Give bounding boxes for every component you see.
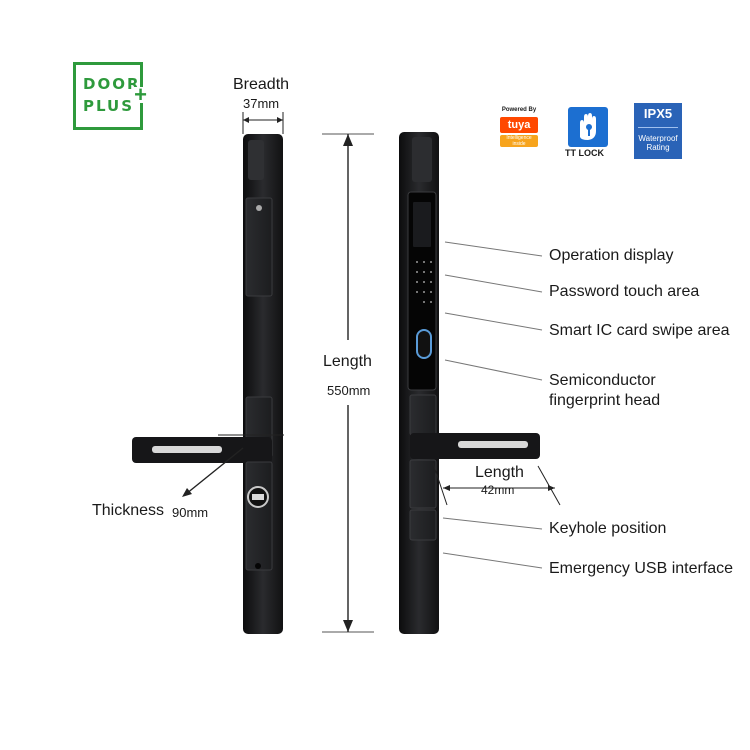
tuya-powered-by: Powered By xyxy=(501,107,537,113)
left-top-cap xyxy=(248,140,264,180)
lock-front-view xyxy=(399,132,540,634)
left-handle-slot xyxy=(152,446,222,453)
callout-keyhole: Keyhole position xyxy=(549,520,667,537)
ipx5-badge: IPX5 Waterproof Rating xyxy=(634,103,682,159)
keyhole-cover xyxy=(409,459,437,509)
ipx5-divider xyxy=(638,127,678,128)
usb-port-left xyxy=(255,563,261,569)
breadth-dimension xyxy=(242,112,284,134)
left-upper-panel xyxy=(245,197,273,297)
callout-password-touch: Password touch area xyxy=(549,283,700,300)
callout-fingerprint-line2: fingerprint head xyxy=(549,392,661,409)
key-slot xyxy=(252,494,264,500)
display-window xyxy=(413,202,431,247)
thickness-dimension xyxy=(182,434,284,497)
breadth-label: Breadth xyxy=(233,76,290,93)
ipx5-subtitle: Waterproof Rating xyxy=(638,134,678,152)
callout-operation-display: Operation display xyxy=(549,247,674,264)
callout-leaders xyxy=(442,241,543,569)
ttlock-label: TT LOCK xyxy=(565,148,604,158)
breadth-value: 37mm xyxy=(243,96,280,111)
brand-plus: + xyxy=(133,82,148,107)
handle-length-value: 42mm xyxy=(481,483,515,497)
right-handle-slot xyxy=(458,441,528,448)
callout-ic-card: Smart IC card swipe area xyxy=(549,322,730,339)
callout-fingerprint-line1: Semiconductor xyxy=(549,372,656,389)
right-handle-base xyxy=(409,394,437,436)
usb-cover xyxy=(409,509,437,541)
brand-line-2: PLUS xyxy=(83,97,135,115)
right-top-cap xyxy=(412,137,432,182)
tuya-badge: Powered By tuya Intelligence inside xyxy=(498,107,540,149)
length-label: Length xyxy=(323,353,372,370)
thickness-value: 90mm xyxy=(172,505,209,520)
length-550-dimension xyxy=(322,133,374,633)
keypad-digits xyxy=(416,261,432,303)
ipx5-title: IPX5 xyxy=(643,106,673,121)
length-value: 550mm xyxy=(327,383,371,398)
handle-length-dimension xyxy=(432,462,561,506)
tuya-tagline: Intelligence inside xyxy=(500,135,538,147)
left-lower-panel xyxy=(245,461,273,571)
lock-side-view xyxy=(132,134,283,634)
hand-key-icon xyxy=(580,113,596,140)
thickness-label: Thickness xyxy=(92,502,165,519)
fingerprint-sensor xyxy=(416,329,432,359)
left-screw xyxy=(256,205,262,211)
ttlock-badge xyxy=(568,107,608,147)
brand-line-1: DOOR xyxy=(83,75,141,93)
callout-usb: Emergency USB interface xyxy=(549,560,734,577)
tuya-name: tuya xyxy=(500,117,538,133)
brand-logo: DOOR PLUS + xyxy=(73,62,148,130)
handle-length-label: Length xyxy=(475,464,524,481)
